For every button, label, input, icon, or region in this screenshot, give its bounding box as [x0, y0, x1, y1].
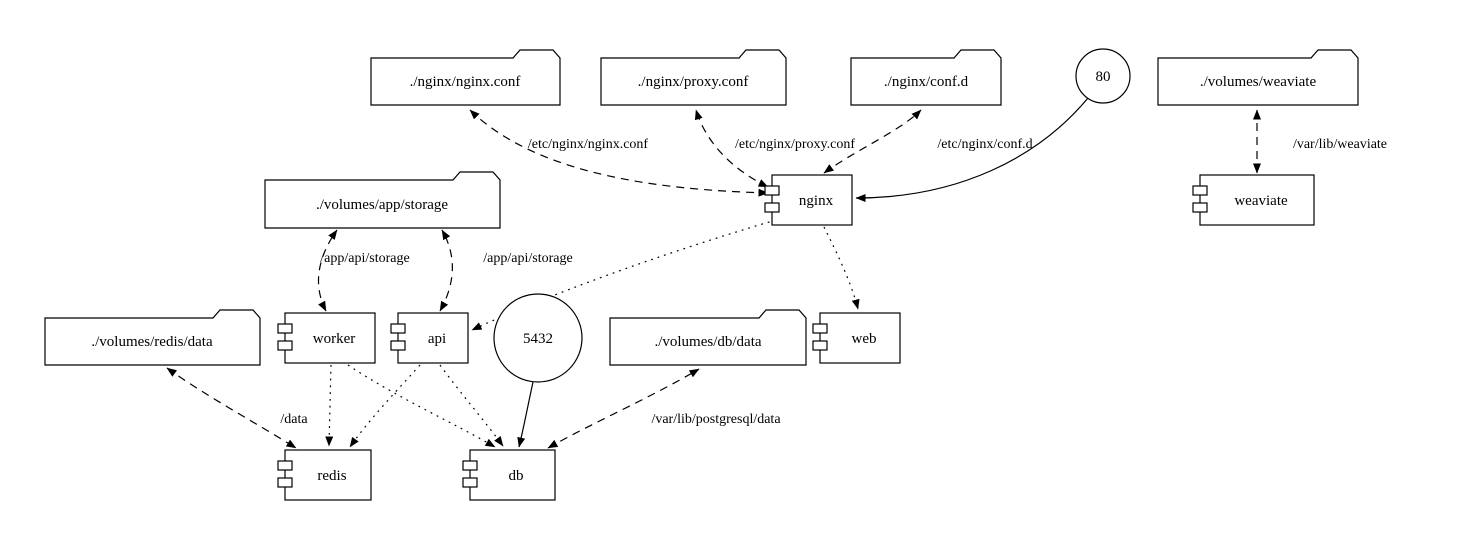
component-shape [819, 312, 901, 364]
edge-nginx-api [471, 219, 777, 331]
folder-shape [1157, 49, 1359, 106]
port-circle [1075, 48, 1131, 104]
component-tab [462, 460, 478, 471]
component-tab [764, 185, 780, 196]
worker-label: worker [313, 331, 355, 347]
edge-port5432-db [517, 381, 534, 448]
node-weaviate-service: weaviate [1192, 174, 1315, 226]
web-label: web [852, 331, 877, 347]
component-shape [1199, 174, 1315, 226]
node-web-service: web [812, 312, 901, 364]
folder-shape [44, 309, 261, 366]
component-shape [771, 174, 853, 226]
node-conf-d-folder: ./nginx/conf.d [850, 49, 1002, 106]
volumes-app-storage-label: ./volumes/app/storage [316, 197, 448, 213]
edge-label-conf-d-mount: /etc/nginx/conf.d [937, 137, 1032, 152]
volumes-weaviate-label: ./volumes/weaviate [1200, 74, 1317, 90]
edge-label-worker-storage-mount: /app/api/storage [320, 251, 409, 266]
component-tab [277, 460, 293, 471]
node-nginx-service: nginx [764, 174, 853, 226]
volumes-redis-data-label: ./volumes/redis/data [91, 334, 213, 350]
edge-nginx-conf-d [823, 109, 922, 174]
node-volumes-app-storage-folder: ./volumes/app/storage [264, 171, 501, 229]
component-tab [812, 323, 828, 334]
component-tab [277, 323, 293, 334]
node-redis-service: redis [277, 449, 372, 501]
component-tab [764, 202, 780, 213]
component-tab [390, 340, 406, 351]
edge-api-storage [439, 229, 453, 312]
edge-label-redis-mount: /data [280, 412, 308, 427]
api-label: api [428, 331, 446, 347]
db-label: db [509, 468, 524, 484]
edge-db-volume [547, 368, 700, 449]
node-volumes-db-data-folder: ./volumes/db/data [609, 309, 807, 366]
edge-nginx-proxy-conf [694, 109, 769, 188]
node-port-5432: 5432 [493, 293, 583, 383]
port-80-label: 80 [1096, 69, 1111, 85]
edge-worker-storage [317, 229, 338, 312]
node-db-service: db [462, 449, 556, 501]
component-shape [397, 312, 469, 364]
node-port-80: 80 [1075, 48, 1131, 104]
edge-label-nginx-conf-mount: /etc/nginx/nginx.conf [528, 137, 648, 152]
node-nginx-conf-folder: ./nginx/nginx.conf [370, 49, 561, 106]
nginx-label: nginx [799, 193, 834, 209]
component-shape [469, 449, 556, 501]
component-tab [462, 477, 478, 488]
volumes-db-data-label: ./volumes/db/data [654, 334, 761, 350]
edge-api-db [439, 364, 504, 447]
edge-label-proxy-conf-mount: /etc/nginx/proxy.conf [735, 137, 855, 152]
edge-worker-db [347, 364, 496, 448]
edge-label-layer: /etc/nginx/nginx.conf /etc/nginx/proxy.c… [280, 137, 1387, 427]
component-tab [277, 477, 293, 488]
component-tab [390, 323, 406, 334]
edge-layer [166, 97, 1261, 449]
edge-redis-volume [166, 367, 297, 449]
proxy-conf-label: ./nginx/proxy.conf [638, 74, 749, 90]
folder-shape [609, 309, 807, 366]
edge-worker-redis [325, 364, 334, 447]
node-proxy-conf-folder: ./nginx/proxy.conf [600, 49, 787, 106]
node-volumes-weaviate-folder: ./volumes/weaviate [1157, 49, 1359, 106]
port-circle [493, 293, 583, 383]
edge-label-api-storage-mount: /app/api/storage [483, 251, 572, 266]
component-tab [1192, 202, 1208, 213]
component-tab [812, 340, 828, 351]
component-shape [284, 312, 376, 364]
edge-nginx-web [823, 226, 860, 310]
folder-shape [850, 49, 1002, 106]
component-tab [277, 340, 293, 351]
edge-label-weaviate-mount: /var/lib/weaviate [1293, 137, 1387, 152]
node-volumes-redis-data-folder: ./volumes/redis/data [44, 309, 261, 366]
folder-shape [600, 49, 787, 106]
port-5432-label: 5432 [523, 331, 553, 347]
node-worker-service: worker [277, 312, 376, 364]
conf-d-label: ./nginx/conf.d [884, 74, 969, 90]
edge-label-db-mount: /var/lib/postgresql/data [651, 412, 781, 427]
edge-api-redis [349, 364, 421, 448]
edge-nginx-nginx-conf [469, 109, 769, 197]
folder-shape [264, 171, 501, 229]
node-api-service: api [390, 312, 469, 364]
folder-shape [370, 49, 561, 106]
weaviate-label: weaviate [1234, 193, 1288, 209]
redis-label: redis [317, 468, 346, 484]
nginx-conf-label: ./nginx/nginx.conf [410, 74, 521, 90]
component-shape [284, 449, 372, 501]
edge-port80-nginx [855, 97, 1089, 202]
component-tab [1192, 185, 1208, 196]
